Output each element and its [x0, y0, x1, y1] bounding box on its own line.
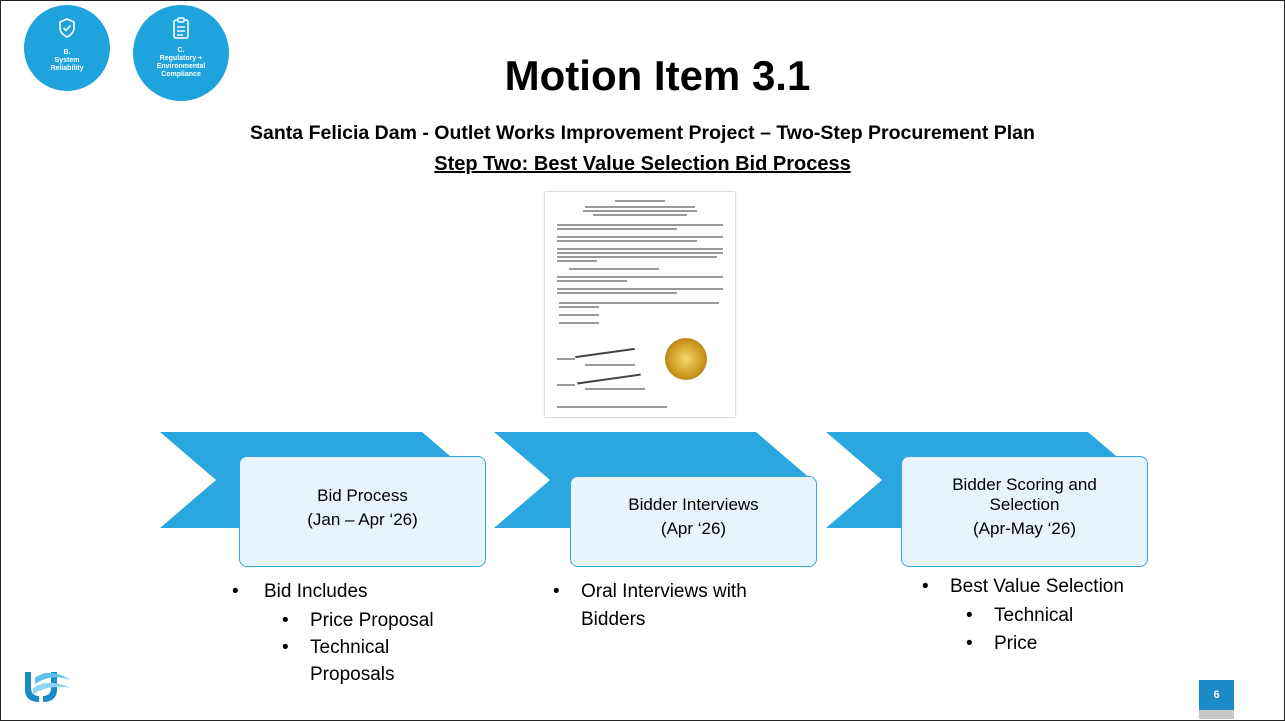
list-item: Price [994, 633, 1038, 654]
step-card-bid-process: Bid Process (Jan – Apr ‘26) [239, 456, 486, 567]
badge-line: System [54, 57, 80, 64]
step-title: Bidder Interviews [628, 495, 759, 514]
bullet-list-interviews: • Oral Interviews with Bidders [553, 580, 813, 640]
page-number-bar [1199, 710, 1234, 719]
list-item: Price Proposal [310, 610, 434, 631]
resolution-document-image [545, 192, 735, 417]
list-item: Bid Includes [264, 581, 368, 602]
badge-regulatory-compliance: C. Regulatory + Environmental Compliance [133, 5, 229, 101]
shield-check-icon [59, 18, 75, 38]
bullet-icon: • [966, 633, 973, 654]
badge-letter: B. [63, 49, 71, 56]
step-date: (Apr ‘26) [660, 519, 727, 538]
list-item: Oral Interviews with [581, 581, 747, 602]
badge-line: Reliability [50, 65, 84, 72]
list-item: Technical [994, 605, 1074, 626]
bullet-icon: • [232, 581, 239, 602]
step-title: Bid Process [317, 486, 408, 505]
badge-line: Regulatory + [159, 55, 203, 62]
bullet-icon: • [922, 576, 929, 597]
bullet-icon: • [282, 637, 289, 658]
slide-subtitle: Santa Felicia Dam - Outlet Works Improve… [250, 122, 1035, 144]
bullet-icon: • [553, 581, 560, 602]
page-number: 6 [1199, 680, 1234, 710]
list-item: Bidders [581, 609, 646, 630]
badge-line: Compliance [161, 71, 201, 78]
gold-seal-image [665, 338, 707, 380]
list-item: Technical [310, 637, 390, 658]
list-item: Best Value Selection [950, 576, 1124, 597]
slide-title: Motion Item 3.1 [504, 52, 811, 99]
bullet-icon: • [282, 610, 289, 631]
step-heading: Step Two: Best Value Selection Bid Proce… [434, 153, 851, 175]
list-item: Proposals [310, 664, 395, 685]
badge-letter: C. [177, 47, 185, 54]
clipboard-icon [173, 17, 189, 39]
water-district-logo-icon [25, 672, 71, 702]
bullet-icon: • [966, 605, 973, 626]
step-card-bidder-interviews: Bidder Interviews (Apr ‘26) [570, 476, 817, 567]
step-title: Selection [989, 495, 1060, 514]
bullet-list-bid-includes: • Bid Includes • Price Proposal • Techni… [232, 580, 512, 700]
badge-system-reliability: B. System Reliability [24, 5, 110, 91]
step-date: (Jan – Apr ‘26) [307, 510, 418, 529]
step-date: (Apr-May ‘26) [973, 519, 1076, 538]
bullet-list-best-value: • Best Value Selection • Technical • Pri… [922, 575, 1202, 665]
badge-line: Environmental [156, 63, 206, 70]
step-title: Bidder Scoring and [952, 475, 1097, 494]
step-card-bidder-scoring: Bidder Scoring and Selection (Apr-May ‘2… [901, 456, 1148, 567]
